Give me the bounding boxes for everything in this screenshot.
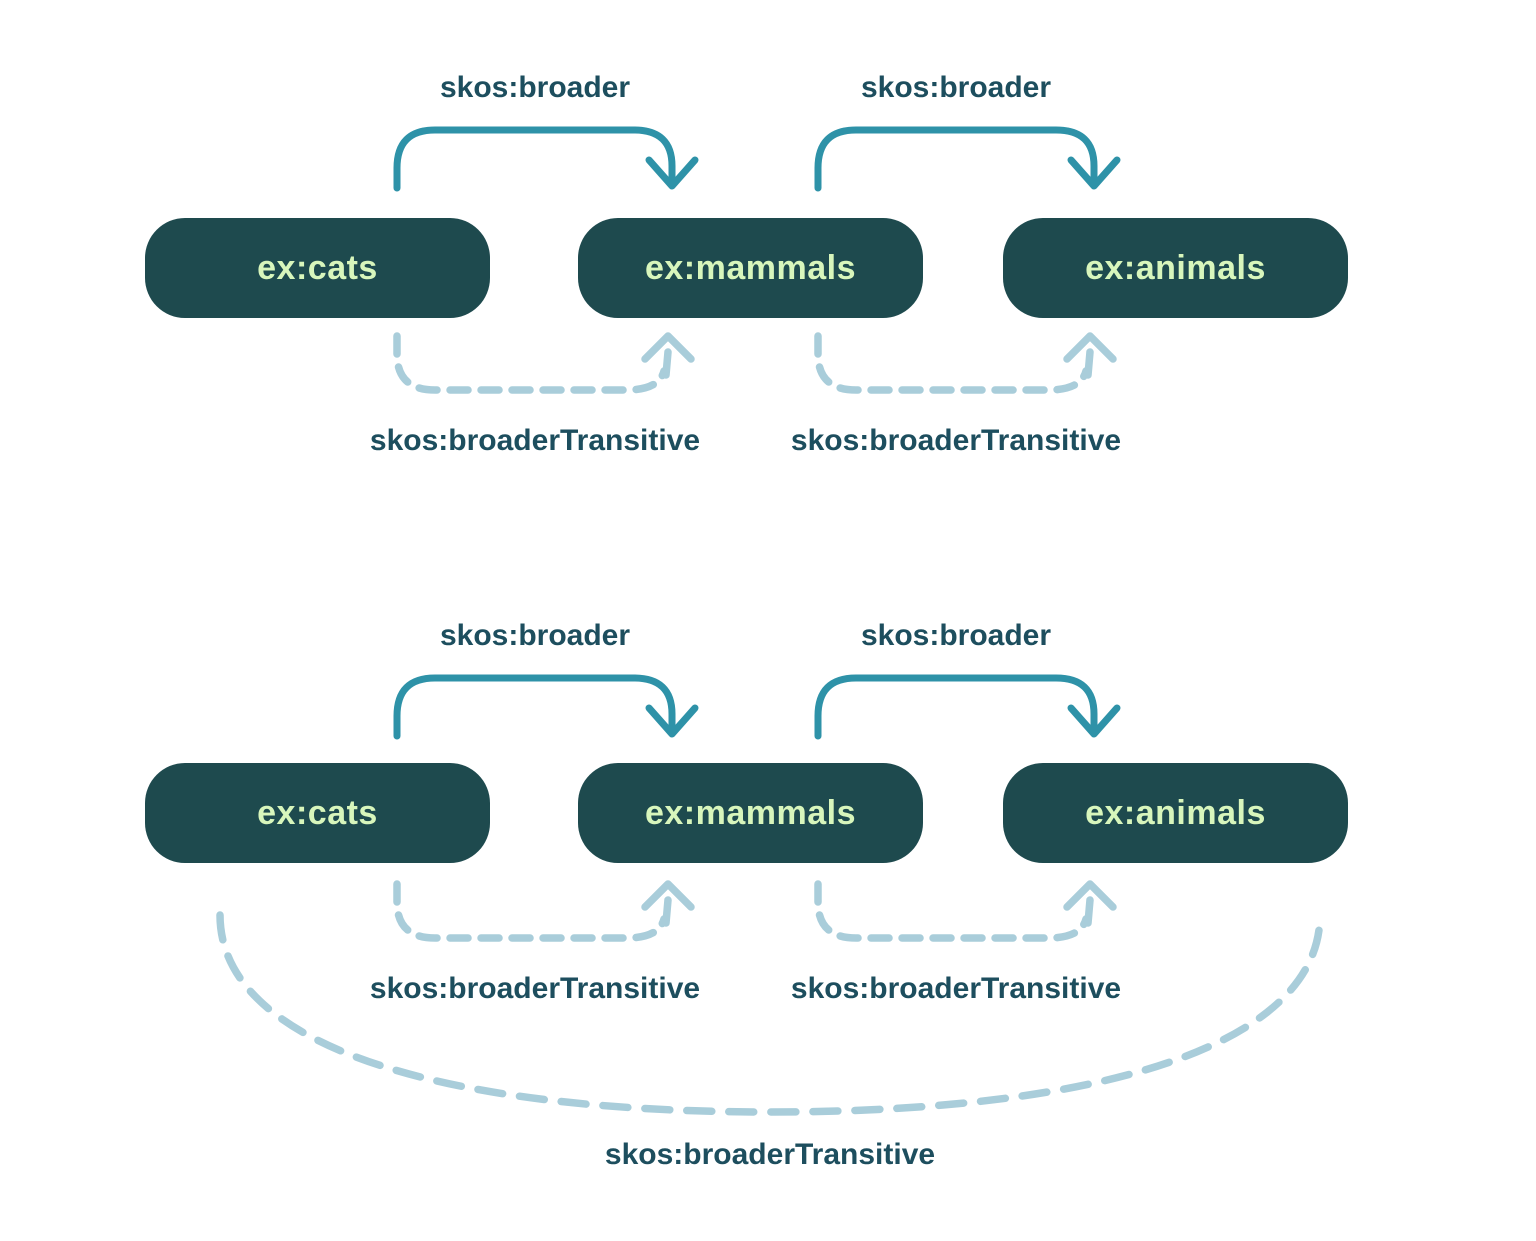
top-solid-arrow-cats-to-mammals — [393, 126, 699, 192]
bottom-dashed-arc-cats-to-animals — [216, 911, 1324, 1116]
top-node-ex-animals: ex:animals — [1003, 218, 1348, 318]
arrowhead-down-icon — [645, 704, 699, 738]
arrowhead-down-icon — [1067, 156, 1121, 190]
bottom-broader-label-1: skos:broader — [439, 619, 631, 652]
arrowhead-down-icon — [645, 156, 699, 190]
bottom-broader-transitive-label-1: skos:broaderTransitive — [369, 972, 701, 1005]
bottom-broader-transitive-label-2: skos:broaderTransitive — [790, 972, 1122, 1005]
top-broader-label-1: skos:broader — [439, 71, 631, 104]
arrowhead-down-icon — [1067, 704, 1121, 738]
top-broader-transitive-label-2: skos:broaderTransitive — [790, 424, 1122, 457]
bottom-dashed-arrow-cats-to-mammals — [393, 880, 695, 942]
node-label: ex:mammals — [644, 793, 856, 832]
arrowhead-up-icon — [1063, 880, 1117, 927]
top-broader-label-2: skos:broader — [860, 71, 1052, 104]
node-label: ex:cats — [257, 793, 378, 832]
bottom-dashed-arrow-mammals-to-animals — [814, 880, 1117, 942]
arrowhead-up-icon — [1063, 332, 1117, 379]
node-label: ex:mammals — [644, 248, 856, 287]
bottom-solid-arrow-cats-to-mammals — [393, 674, 699, 740]
bottom-broader-label-2: skos:broader — [860, 619, 1052, 652]
arrowhead-up-icon — [641, 332, 695, 379]
node-label: ex:cats — [257, 248, 378, 287]
top-dashed-arrow-cats-to-mammals — [393, 332, 695, 394]
bottom-node-ex-cats: ex:cats — [145, 763, 490, 863]
arrowhead-up-icon — [641, 880, 695, 927]
top-node-ex-mammals: ex:mammals — [578, 218, 923, 318]
top-broader-transitive-label-1: skos:broaderTransitive — [369, 424, 701, 457]
bottom-broader-transitive-arc-label: skos:broaderTransitive — [604, 1138, 936, 1171]
top-dashed-arrow-mammals-to-animals — [814, 332, 1117, 394]
bottom-node-ex-mammals: ex:mammals — [578, 763, 923, 863]
node-label: ex:animals — [1085, 793, 1266, 832]
bottom-node-ex-animals: ex:animals — [1003, 763, 1348, 863]
top-node-ex-cats: ex:cats — [145, 218, 490, 318]
top-solid-arrow-mammals-to-animals — [814, 126, 1121, 192]
bottom-solid-arrow-mammals-to-animals — [814, 674, 1121, 740]
node-label: ex:animals — [1085, 248, 1266, 287]
